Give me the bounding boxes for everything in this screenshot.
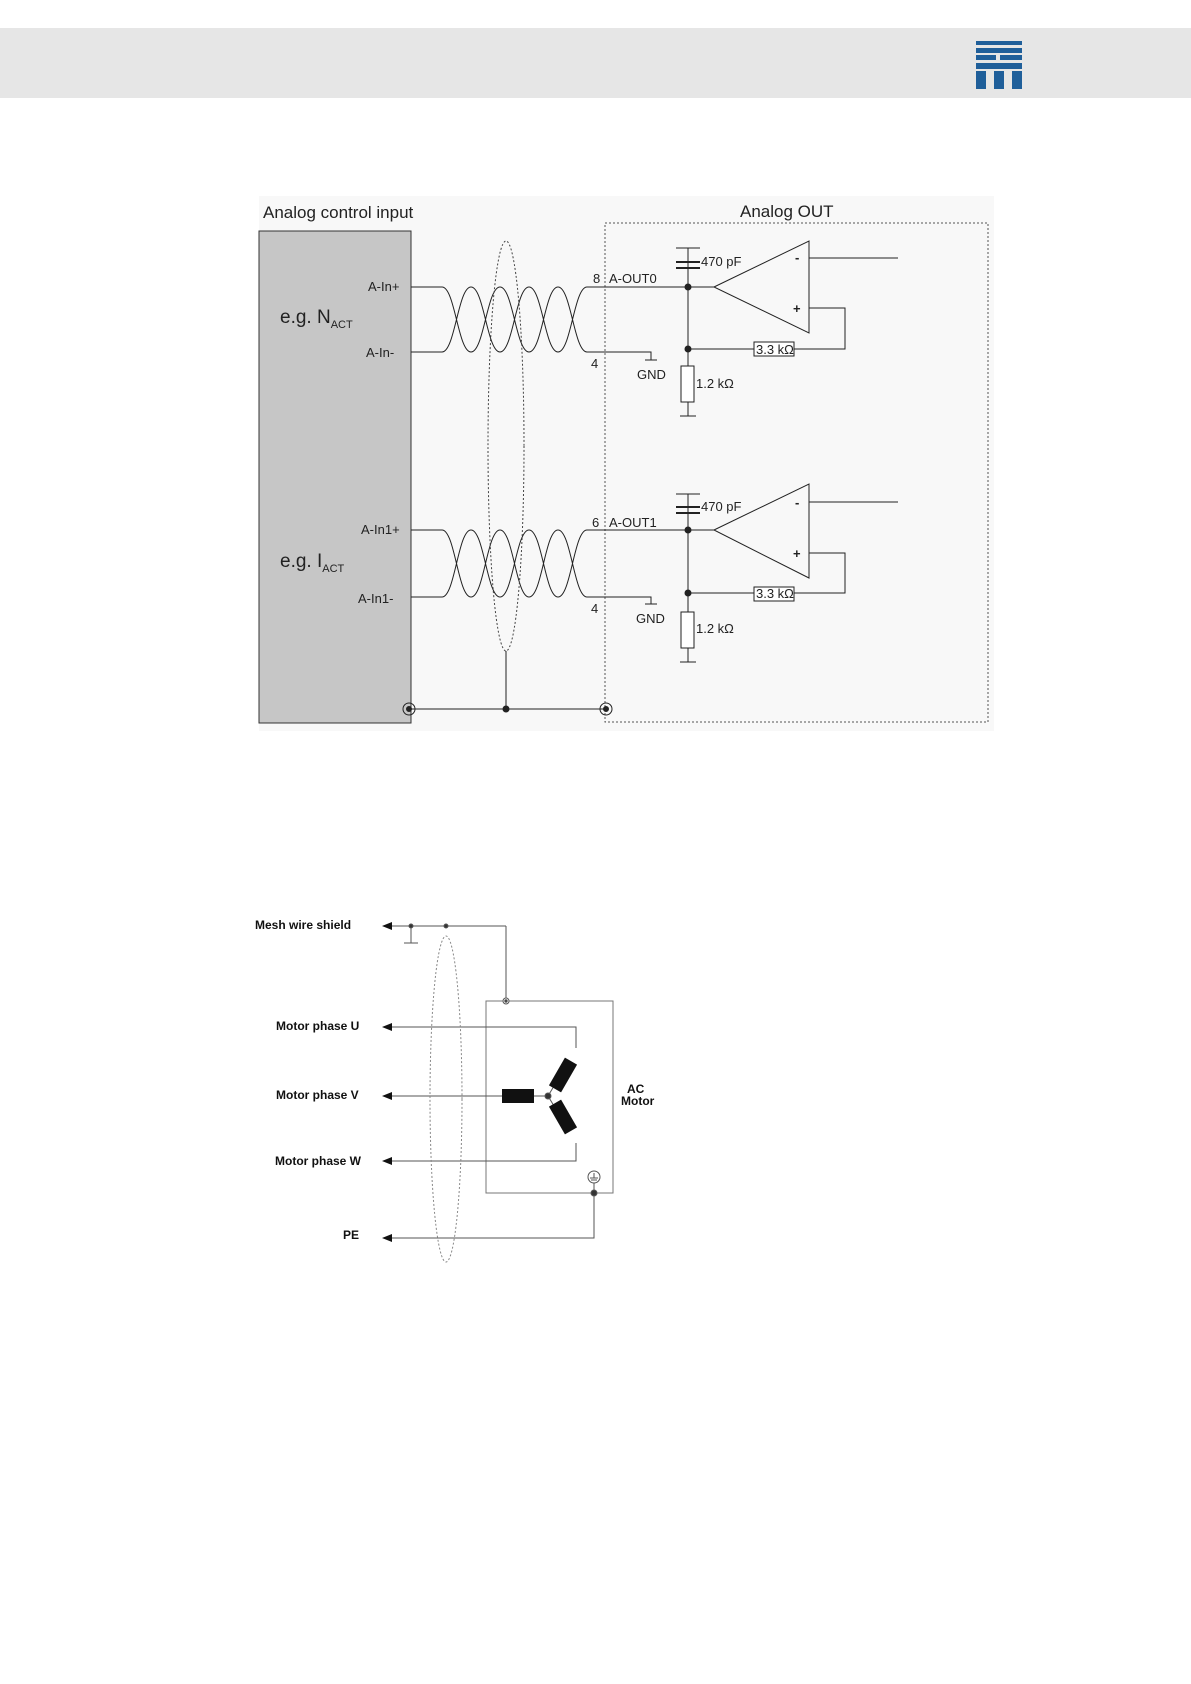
ch1-rfb-label: 3.3 kΩ bbox=[756, 586, 794, 601]
ac-motor-label-line2: Motor bbox=[621, 1094, 655, 1108]
ch0-op-plus: + bbox=[793, 301, 801, 316]
analog-control-input-box bbox=[259, 231, 411, 723]
ch1-op-minus: - bbox=[795, 495, 799, 510]
ch0-in-minus: A-In- bbox=[366, 345, 394, 360]
motor-phase-w-label: Motor phase W bbox=[275, 1154, 362, 1168]
ch0-pin-sig: 8 bbox=[593, 271, 600, 286]
ch1-in-minus: A-In1- bbox=[358, 591, 393, 606]
motor-phase-v-label: Motor phase V bbox=[276, 1088, 359, 1102]
ch0-rfb-label: 3.3 kΩ bbox=[756, 342, 794, 357]
ch1-pin-sig: 6 bbox=[592, 515, 599, 530]
analog-wiring-diagram: Analog control input Analog OUT e.g. NAC… bbox=[0, 0, 1191, 760]
ch0-op-minus: - bbox=[795, 250, 799, 265]
ch0-gnd-label: GND bbox=[637, 367, 666, 382]
motor-wiring bbox=[386, 924, 613, 1238]
ch1-cap-label: 470 pF bbox=[701, 499, 742, 514]
ch0-in-plus: A-In+ bbox=[368, 279, 399, 294]
ch0-out-label: A-OUT0 bbox=[609, 271, 657, 286]
ch1-pin-gnd: 4 bbox=[591, 601, 598, 616]
ch0-rgnd-label: 1.2 kΩ bbox=[696, 376, 734, 391]
ch1-out-label: A-OUT1 bbox=[609, 515, 657, 530]
pe-label: PE bbox=[343, 1228, 359, 1242]
phase-arrows bbox=[382, 922, 392, 1242]
mesh-wire-shield-label: Mesh wire shield bbox=[255, 918, 351, 932]
ch1-in-plus: A-In1+ bbox=[361, 522, 400, 537]
motor-wiring-diagram: Mesh wire shield Motor phase U Motor pha… bbox=[0, 880, 1191, 1280]
ch0-cap-label: 470 pF bbox=[701, 254, 742, 269]
ch1-op-plus: + bbox=[793, 546, 801, 561]
motor-phase-u-label: Motor phase U bbox=[276, 1019, 359, 1033]
analog-out-title: Analog OUT bbox=[740, 202, 834, 221]
motor-cable-shield-ellipse bbox=[430, 936, 462, 1262]
ch0-pin-gnd: 4 bbox=[591, 356, 598, 371]
ch1-gnd-label: GND bbox=[636, 611, 665, 626]
analog-control-input-title: Analog control input bbox=[263, 203, 414, 222]
ch1-rgnd-label: 1.2 kΩ bbox=[696, 621, 734, 636]
